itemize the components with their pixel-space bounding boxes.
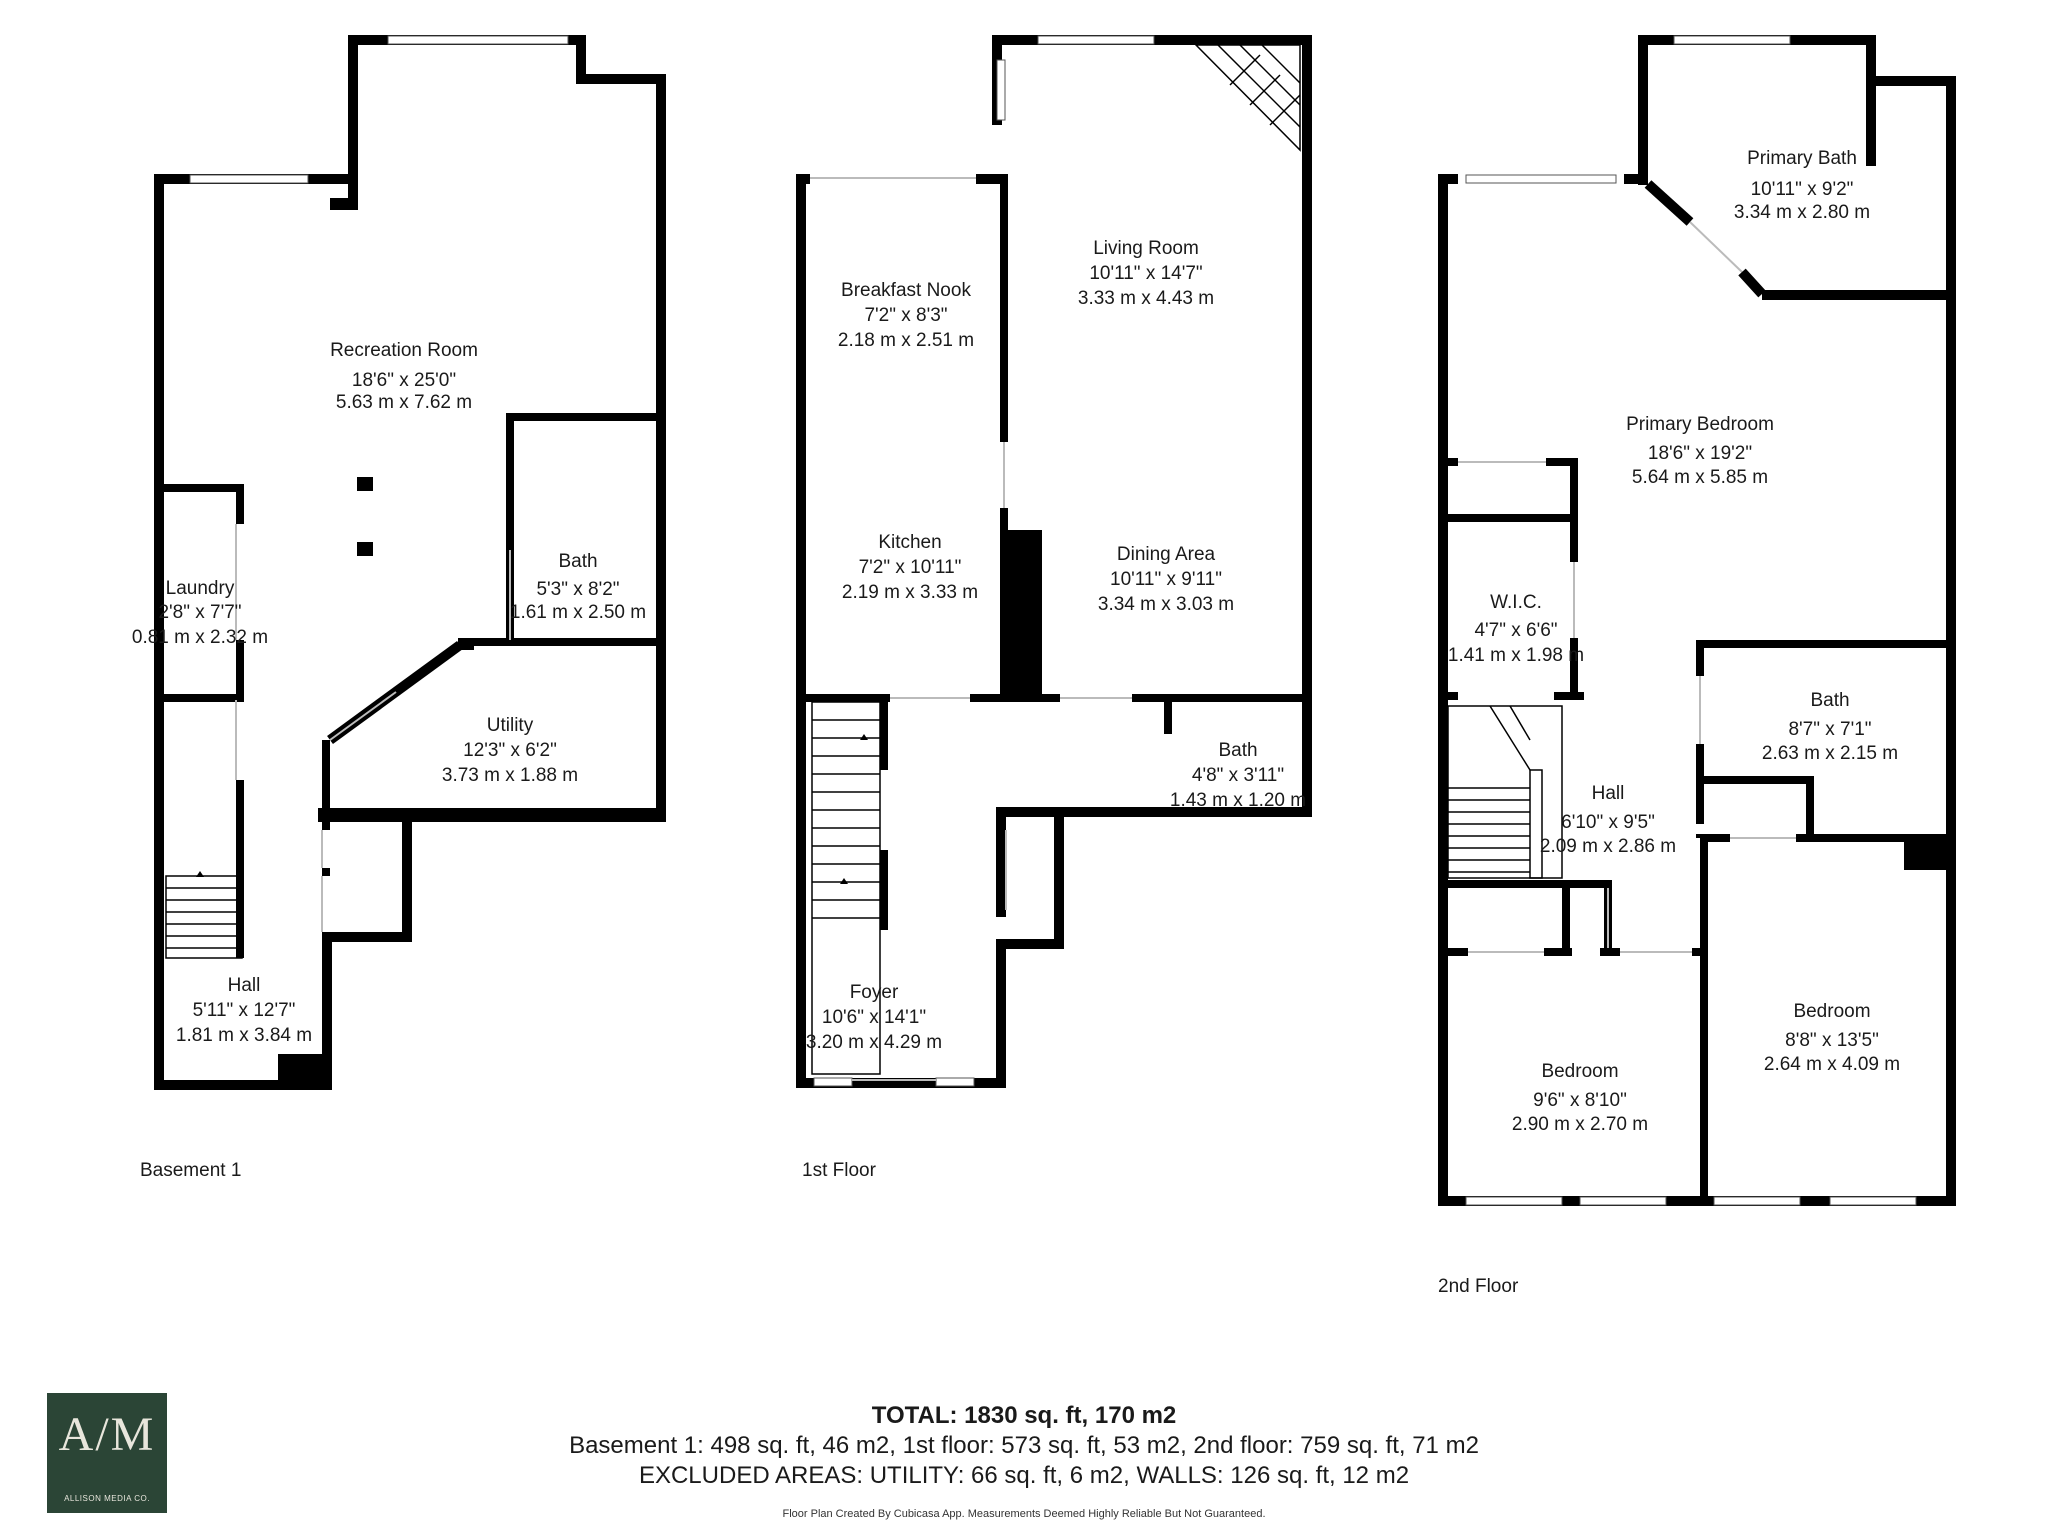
- total-area: TOTAL: 1830 sq. ft, 170 m2: [871, 1402, 1177, 1429]
- excluded-areas: EXCLUDED AREAS: UTILITY: 66 sq. ft, 6 m2…: [638, 1462, 1410, 1489]
- room-name: Primary Bedroom: [1626, 414, 1774, 435]
- room-name: Living Room: [1093, 238, 1199, 259]
- room-dims-imperial: 4'8" x 3'11": [1192, 765, 1284, 786]
- room-name: Bedroom: [1541, 1061, 1618, 1082]
- room-dims-metric: 2.90 m x 2.70 m: [1512, 1114, 1648, 1135]
- room-dims-metric: 0.81 m x 2.32 m: [132, 627, 268, 648]
- floor-label-second: 2nd Floor: [1438, 1276, 1519, 1297]
- floor-areas: Basement 1: 498 sq. ft, 46 m2, 1st floor…: [569, 1432, 1479, 1459]
- room-dims-metric: 2.64 m x 4.09 m: [1764, 1054, 1900, 1075]
- basement-walls: [154, 35, 666, 1090]
- room-dims-metric: 2.19 m x 3.33 m: [842, 582, 978, 603]
- room-dims-imperial: 9'6" x 8'10": [1533, 1090, 1627, 1111]
- room-dims-imperial: 5'11" x 12'7": [193, 1000, 296, 1021]
- room-dims-metric: 3.20 m x 4.29 m: [806, 1032, 942, 1053]
- room-name: Recreation Room: [330, 340, 478, 361]
- disclaimer: Floor Plan Created By Cubicasa App. Meas…: [782, 1508, 1266, 1520]
- floor-label-basement: Basement 1: [140, 1160, 241, 1181]
- room-dims-metric: 1.43 m x 1.20 m: [1170, 790, 1306, 811]
- room-dims-imperial: 10'11" x 9'2": [1751, 179, 1854, 200]
- room-name: W.I.C.: [1490, 592, 1542, 613]
- room-dims-imperial: 12'3" x 6'2": [463, 740, 557, 761]
- room-name: Breakfast Nook: [841, 280, 971, 301]
- room-dims-imperial: 18'6" x 19'2": [1648, 443, 1752, 464]
- room-dims-metric: 5.64 m x 5.85 m: [1632, 467, 1768, 488]
- room-name: Laundry: [166, 578, 235, 599]
- room-name: Primary Bath: [1747, 148, 1857, 169]
- room-dims-imperial: 5'3" x 8'2": [536, 579, 619, 600]
- room-name: Bath: [1218, 740, 1257, 761]
- room-dims-imperial: 2'8" x 7'7": [158, 602, 241, 623]
- room-dims-metric: 3.33 m x 4.43 m: [1078, 288, 1214, 309]
- room-dims-metric: 2.09 m x 2.86 m: [1540, 836, 1676, 857]
- room-dims-imperial: 8'7" x 7'1": [1788, 719, 1871, 740]
- room-dims-metric: 2.63 m x 2.15 m: [1762, 743, 1898, 764]
- room-name: Kitchen: [878, 532, 941, 553]
- first-floor-details: [810, 35, 1301, 1087]
- room-name: Dining Area: [1117, 544, 1216, 565]
- room-dims-imperial: 8'8" x 13'5": [1785, 1030, 1879, 1051]
- logo-brand: ALLISON MEDIA CO.: [64, 1494, 150, 1503]
- room-dims-imperial: 10'6" x 14'1": [822, 1007, 926, 1028]
- floor-label-first: 1st Floor: [802, 1160, 877, 1181]
- room-dims-metric: 3.34 m x 3.03 m: [1098, 594, 1234, 615]
- logo-monogram: A/M: [58, 1408, 156, 1461]
- room-dims-metric: 3.34 m x 2.80 m: [1734, 202, 1870, 223]
- room-dims-imperial: 4'7" x 6'6": [1474, 620, 1557, 641]
- room-dims-metric: 1.41 m x 1.98 m: [1448, 645, 1584, 666]
- room-name: Bedroom: [1793, 1001, 1870, 1022]
- room-dims-metric: 5.63 m x 7.62 m: [336, 392, 472, 413]
- room-dims-metric: 1.81 m x 3.84 m: [176, 1025, 312, 1046]
- room-name: Hall: [228, 975, 261, 996]
- room-dims-imperial: 7'2" x 10'11": [859, 557, 962, 578]
- room-dims-metric: 2.18 m x 2.51 m: [838, 330, 974, 351]
- room-labels: Recreation Room 18'6" x 25'0" 5.63 m x 7…: [132, 148, 1900, 1135]
- room-dims-imperial: 6'10" x 9'5": [1561, 812, 1655, 833]
- room-name: Hall: [1592, 783, 1625, 804]
- room-name: Bath: [558, 551, 597, 572]
- company-logo: A/M ALLISON MEDIA CO.: [47, 1393, 167, 1513]
- room-dims-imperial: 18'6" x 25'0": [352, 370, 456, 391]
- room-dims-imperial: 10'11" x 14'7": [1089, 263, 1202, 284]
- room-dims-metric: 3.73 m x 1.88 m: [442, 765, 578, 786]
- second-floor-details: [1447, 35, 1917, 1206]
- room-dims-metric: 1.61 m x 2.50 m: [510, 602, 646, 623]
- room-name: Utility: [487, 715, 534, 736]
- room-name: Bath: [1810, 690, 1849, 711]
- room-name: Foyer: [850, 982, 899, 1003]
- room-dims-imperial: 10'11" x 9'11": [1110, 569, 1222, 590]
- room-dims-imperial: 7'2" x 8'3": [864, 305, 947, 326]
- basement-details: [165, 35, 569, 959]
